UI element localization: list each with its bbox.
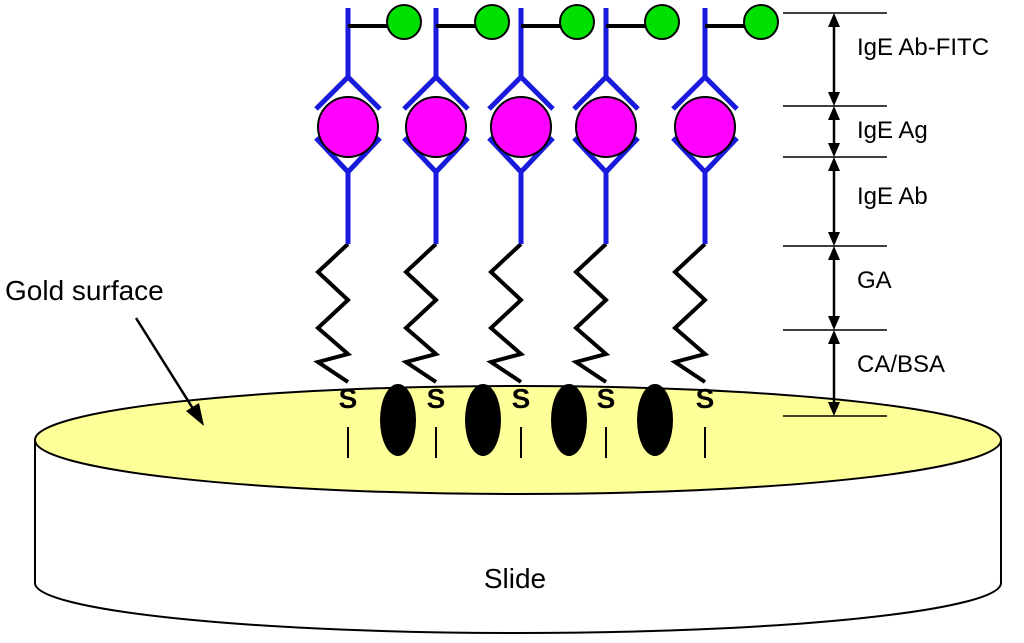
fitc-dye [743,4,779,40]
layer-label-ca-bsa: CA/BSA [857,351,945,378]
bsa-molecule-3 [551,384,587,456]
ige-antigen [317,96,379,158]
layer-scale: IgE Ab-FITC IgE Ag IgE Ab GA CA/BSA [783,12,989,417]
slide-label: Slide [484,563,546,594]
fitc-dye [386,4,422,40]
alkane-linker [670,242,710,384]
ige-antigen [490,96,552,158]
antibody-stack-2: S [401,4,510,458]
layer-arrowhead-down-ige-ab-fitc [828,92,840,106]
layer-arrowhead-down-ga [828,316,840,330]
layer-arrowhead-down-ca-bsa [828,402,840,416]
gold-surface-label: Gold surface [5,275,164,306]
antibody-stack-3: S [486,4,595,458]
ige-antigen [674,96,736,158]
antibody-stack-5: S [670,4,779,458]
layer-arrowhead-up-ige-ab-fitc [828,13,840,27]
sulfur-atom-label: S [597,383,616,414]
gold-surface [34,385,1002,495]
alkane-linker [486,242,526,384]
alkane-linker [401,242,441,384]
fitc-dye [644,4,680,40]
ige-antigen [405,96,467,158]
fitc-dye [559,4,595,40]
layer-arrowhead-up-ca-bsa [828,330,840,344]
layer-arrowhead-up-ige-ab [828,157,840,171]
layer-label-ige-ab: IgE Ab [857,183,928,210]
sulfur-atom-label: S [512,383,531,414]
sulfur-atom-label: S [427,383,446,414]
bsa-molecule-1 [380,384,416,456]
gold-surface-callout: Gold surface [5,275,204,426]
layer-label-ga: GA [857,267,892,294]
bsa-molecule-4 [637,384,673,456]
layer-label-ige-ag: IgE Ag [857,117,928,144]
callout-arrow-line [134,317,199,416]
layer-arrowhead-up-ga [828,246,840,260]
bsa-molecule-2 [465,384,501,456]
fitc-dye [474,4,510,40]
antibody-stack-1: S [313,4,422,458]
layer-label-ige-ab-fitc: IgE Ab-FITC [857,34,989,61]
antibody-stack-4: S [571,4,680,458]
callout-arrowhead [186,403,204,426]
sulfur-atom-label: S [696,383,715,414]
sulfur-atom-label: S [339,383,358,414]
layer-arrowhead-down-ige-ag [828,143,840,157]
alkane-linker [571,242,611,384]
layer-arrowhead-down-ige-ab [828,232,840,246]
alkane-linker [313,242,353,384]
ige-antigen [575,96,637,158]
layer-arrowhead-up-ige-ag [828,106,840,120]
